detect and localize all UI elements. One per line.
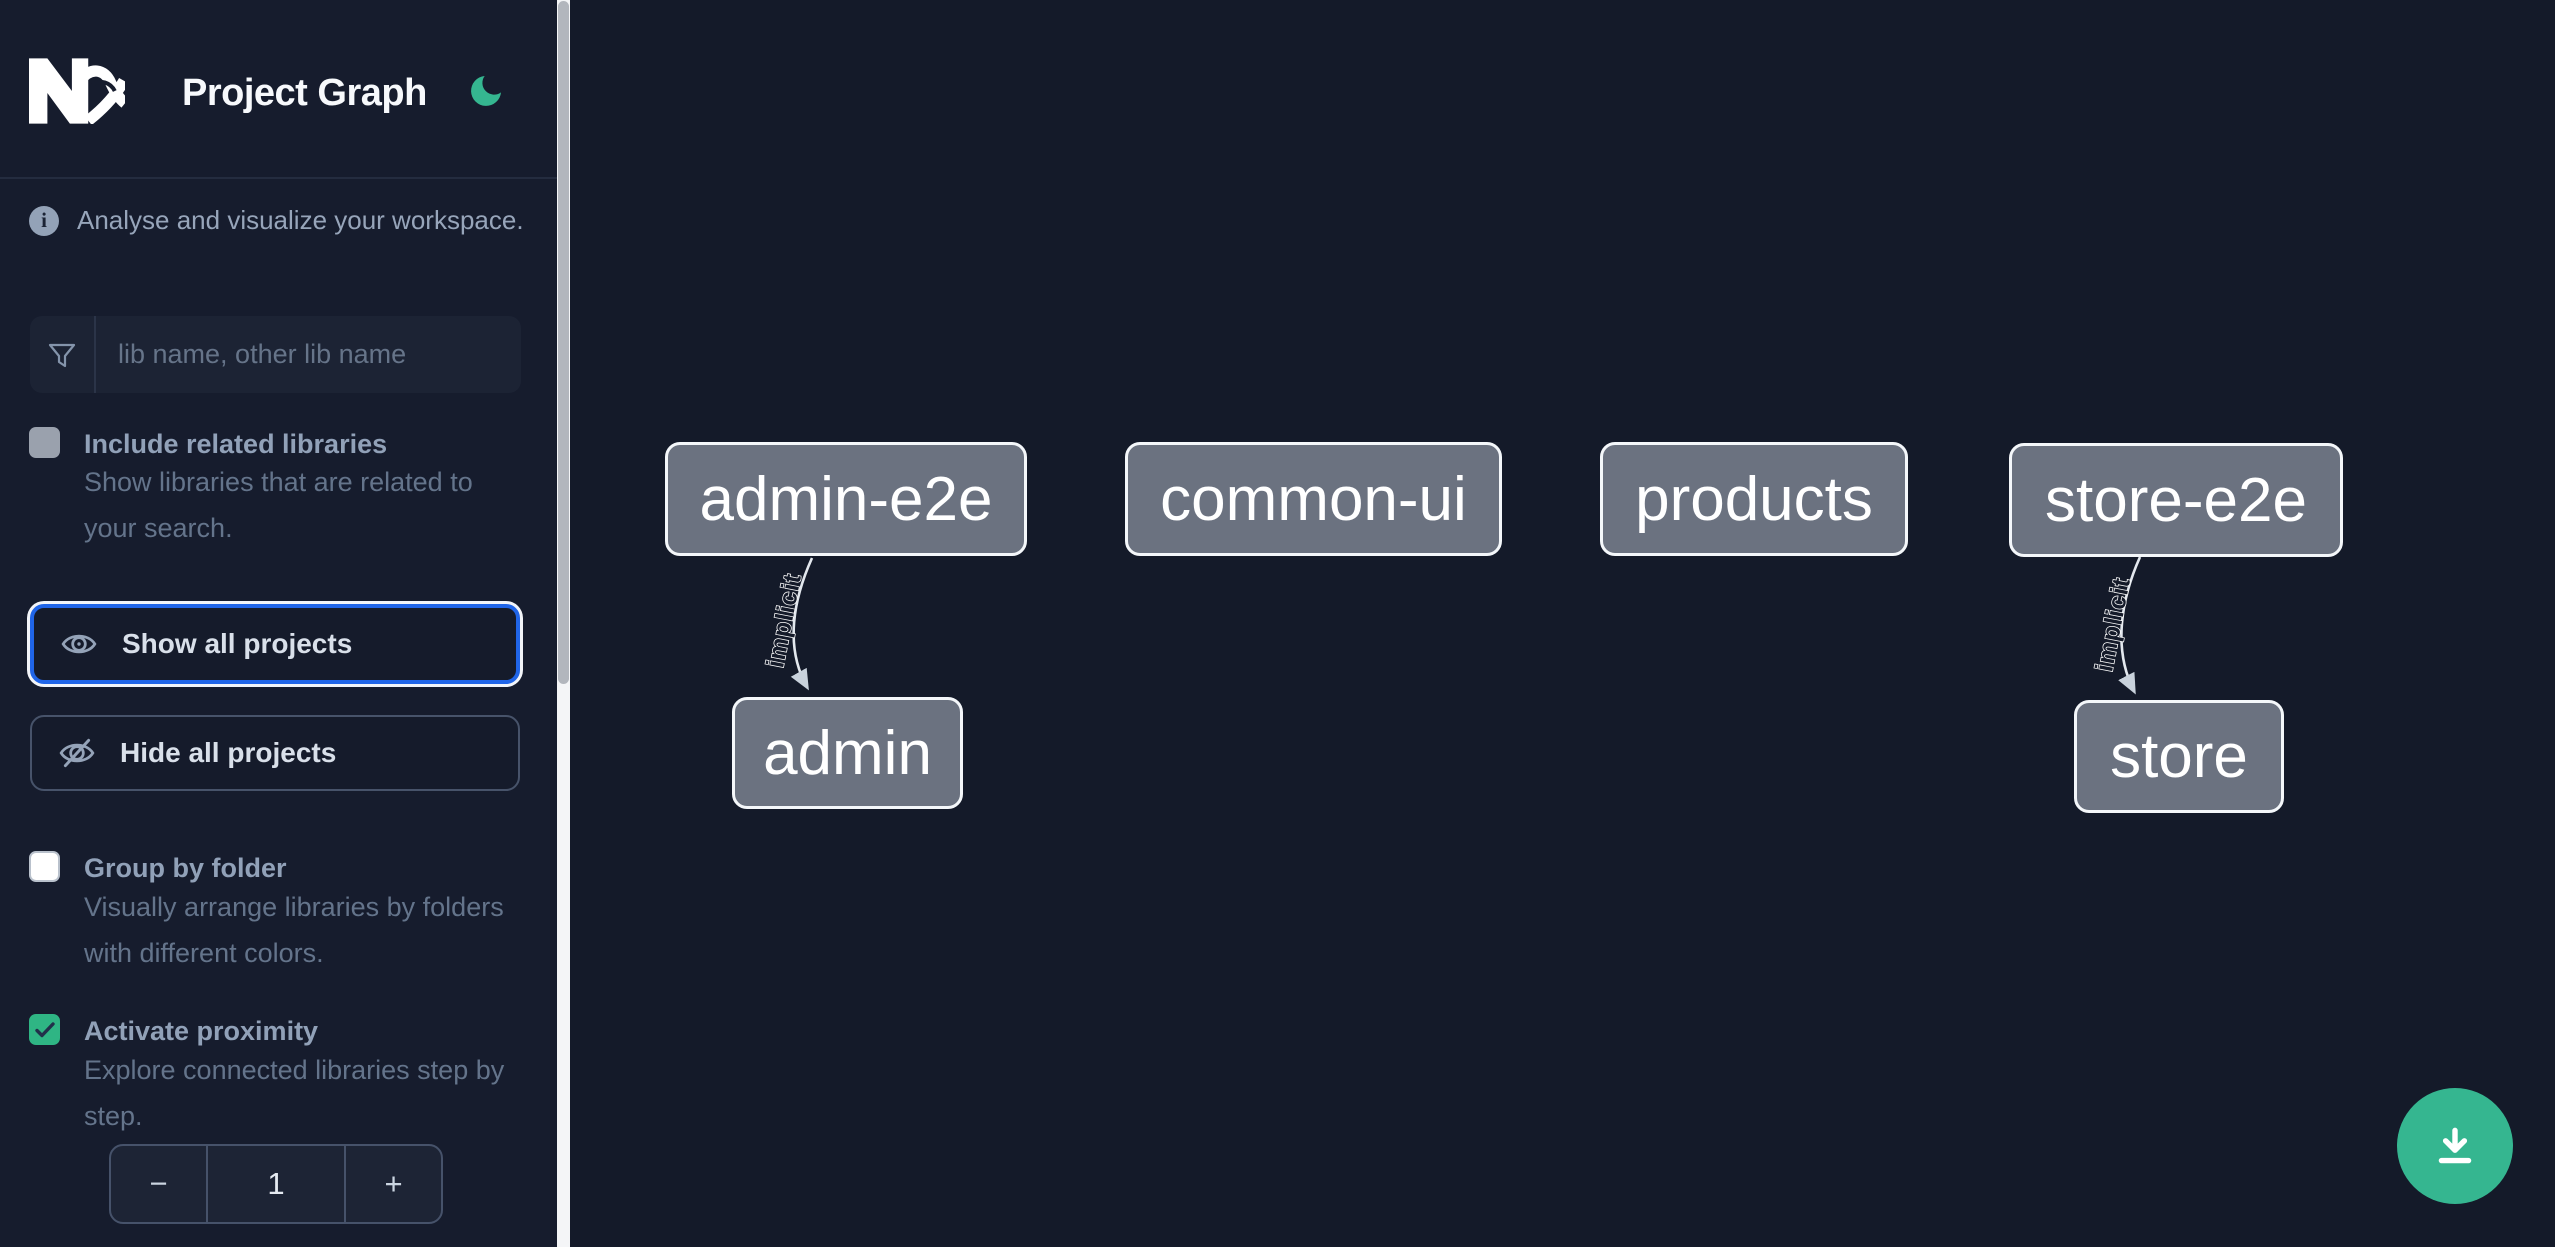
checkbox-include-related[interactable]	[29, 427, 60, 458]
node-admin-e2e[interactable]: admin-e2e	[665, 442, 1027, 556]
node-store-e2e[interactable]: store-e2e	[2009, 443, 2343, 557]
search-box	[30, 316, 521, 393]
filter-icon	[30, 316, 96, 393]
check-icon	[34, 1021, 55, 1037]
header-divider	[0, 177, 557, 179]
increment-button[interactable]: +	[344, 1146, 441, 1222]
show-all-projects-button[interactable]: Show all projects	[30, 604, 520, 684]
download-graph-button[interactable]	[2397, 1088, 2513, 1204]
node-products[interactable]: products	[1600, 442, 1908, 556]
checkbox-group-by-folder[interactable]	[29, 851, 60, 882]
edge-label: implicit	[761, 571, 807, 670]
graph-canvas[interactable]: implicit implicit admin-e2e common-ui pr…	[570, 0, 2555, 1247]
info-icon: i	[29, 205, 59, 236]
edge-admin-e2e-admin	[790, 557, 814, 691]
moon-icon	[471, 75, 501, 106]
theme-toggle-button[interactable]	[464, 70, 508, 114]
proximity-value[interactable]: 1	[267, 1166, 285, 1201]
search-input[interactable]	[96, 316, 521, 393]
node-common-ui[interactable]: common-ui	[1125, 442, 1502, 556]
option-label: Activate proximity	[84, 1016, 319, 1046]
download-icon	[2438, 1127, 2472, 1164]
page-title: Project Graph	[182, 72, 427, 114]
checkbox-activate-proximity[interactable]	[29, 1014, 60, 1045]
info-banner: i Analyse and visualize your workspace.	[29, 205, 524, 236]
eye-icon	[61, 634, 97, 654]
info-text: Analyse and visualize your workspace.	[77, 205, 524, 235]
hide-all-label: Hide all projects	[120, 737, 337, 768]
node-admin[interactable]: admin	[732, 697, 963, 809]
node-store[interactable]: store	[2074, 700, 2284, 813]
proximity-stepper: − 1 +	[109, 1144, 443, 1224]
eye-off-icon	[59, 738, 95, 768]
hide-all-projects-button[interactable]: Hide all projects	[30, 715, 520, 791]
nx-logo	[29, 58, 125, 124]
option-label: Group by folder	[84, 853, 287, 883]
edge-store-e2e-store	[2118, 556, 2142, 695]
edge-label: implicit	[2090, 575, 2136, 674]
scrollbar-thumb[interactable]	[558, 1, 569, 684]
show-all-label: Show all projects	[122, 628, 353, 659]
option-description: Visually arrange libraries by folders wi…	[84, 892, 504, 968]
sidebar: Project Graph i Analyse and visualize yo…	[0, 0, 557, 1247]
decrement-button[interactable]: −	[111, 1146, 208, 1222]
option-description: Explore connected libraries step by step…	[84, 1055, 505, 1131]
option-label: Include related libraries	[84, 429, 388, 459]
sidebar-scrollbar[interactable]	[557, 0, 570, 1247]
option-description: Show libraries that are related to your …	[84, 467, 473, 543]
edge-layer: implicit implicit	[761, 556, 2142, 695]
